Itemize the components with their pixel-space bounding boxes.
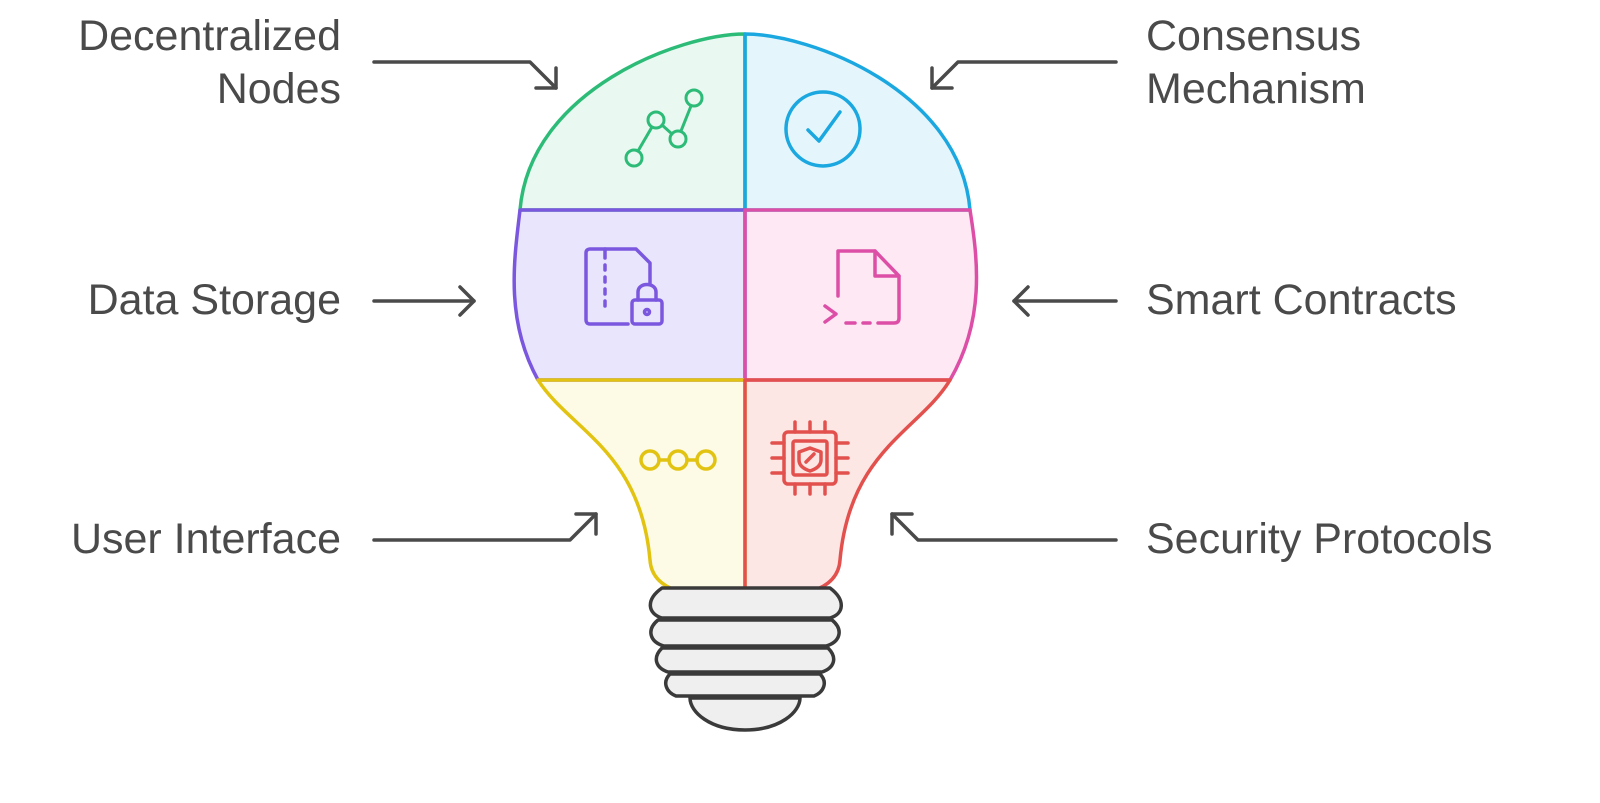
arrow-smart-contracts <box>1012 285 1118 317</box>
outline-decentralized-nodes <box>518 32 747 212</box>
label-smart-contracts-text: Smart Contracts <box>1146 276 1457 324</box>
label-user-interface-text: User Interface <box>70 515 341 563</box>
label-consensus-mechanism-line1: Consensus <box>1146 12 1362 60</box>
connected-dots-icon <box>639 449 717 471</box>
label-smart-contracts: Smart Contracts <box>1146 274 1457 327</box>
label-data-storage-text: Data Storage <box>87 276 341 324</box>
segment-data-storage-fill <box>514 208 745 380</box>
label-security-protocols-text: Security Protocols <box>1146 515 1493 563</box>
segment-decentralized-nodes-fill <box>514 34 745 208</box>
label-consensus-mechanism-line2: Mechanism <box>1146 65 1366 113</box>
label-data-storage: Data Storage <box>88 274 341 327</box>
arrow-consensus-mechanism <box>930 60 1118 90</box>
label-decentralized-nodes: Decentralized Nodes <box>78 10 341 116</box>
label-decentralized-nodes-line2: Nodes <box>216 65 341 113</box>
segment-smart-contracts-fill <box>745 208 977 380</box>
graph-nodes-icon <box>624 88 704 168</box>
arrows <box>372 60 1118 542</box>
label-decentralized-nodes-line1: Decentralized <box>78 12 341 60</box>
script-file-icon <box>823 249 901 325</box>
locked-zip-file-icon <box>584 247 664 326</box>
arrow-user-interface <box>372 512 598 542</box>
label-security-protocols: Security Protocols <box>1146 513 1493 566</box>
label-user-interface: User Interface <box>71 513 341 566</box>
outline-consensus-mechanism <box>743 32 972 212</box>
arrow-security-protocols <box>890 512 1118 542</box>
label-consensus-mechanism: Consensus Mechanism <box>1146 10 1366 116</box>
arrow-decentralized-nodes <box>372 60 558 90</box>
check-circle-icon <box>784 90 862 168</box>
bulb-base <box>648 586 843 732</box>
arrow-data-storage <box>372 285 476 317</box>
chip-shield-icon <box>770 420 850 496</box>
